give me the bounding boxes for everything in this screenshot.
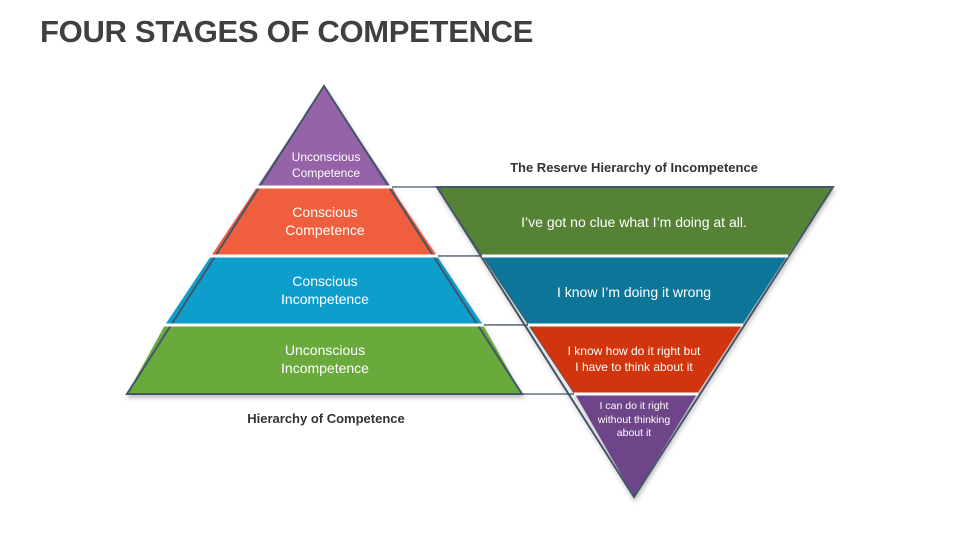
pyramid-label-2: Conscious Competence bbox=[285, 203, 364, 239]
inverted-level-3 bbox=[529, 325, 742, 394]
pyramid-level-4 bbox=[127, 325, 522, 394]
connector-strips bbox=[389, 186, 577, 395]
pyramid-caption: Hierarchy of Competence bbox=[247, 411, 405, 426]
label-line: Conscious bbox=[292, 204, 358, 220]
pyramid-level-3 bbox=[165, 256, 483, 325]
label-line: Incompetence bbox=[281, 360, 369, 377]
label-line: Conscious bbox=[292, 273, 358, 289]
pyramid-label-4: Unconscious Incompetence bbox=[281, 341, 369, 377]
pyramid-level-1 bbox=[257, 86, 391, 187]
label-line: I have to think about it bbox=[575, 359, 693, 374]
inverted-caption: The Reserve Hierarchy of Incompetence bbox=[510, 160, 758, 175]
label-line: without thinking bbox=[597, 413, 671, 426]
inverted-label-4: I can do it right without thinking about… bbox=[598, 400, 670, 441]
inverted-label-2: I know I’m doing it wrong bbox=[557, 283, 711, 301]
inverted-label-1: I’ve got no clue what I’m doing at all. bbox=[521, 213, 747, 231]
label-line: I’ve got no clue what I’m doing at all. bbox=[521, 214, 747, 230]
label-line: I know how do it right but bbox=[567, 344, 701, 358]
label-line: I can do it right bbox=[599, 400, 669, 412]
inverted-level-2 bbox=[483, 256, 787, 325]
label-line: Unconscious bbox=[284, 342, 366, 358]
label-line: Unconscious bbox=[291, 150, 361, 164]
pyramid-label-3: Conscious Incompetence bbox=[281, 272, 369, 308]
label-line: Incompetence bbox=[281, 291, 369, 308]
label-line: I know I’m doing it wrong bbox=[556, 284, 712, 300]
pyramid-level-2 bbox=[211, 187, 437, 256]
label-line: about it bbox=[616, 427, 652, 440]
page-title: FOUR STAGES OF COMPETENCE bbox=[40, 14, 534, 49]
inverted-level-1 bbox=[437, 187, 833, 256]
inverted-level-4 bbox=[575, 394, 697, 497]
incompetence-inverted-pyramid bbox=[435, 186, 835, 499]
competence-pyramid bbox=[125, 84, 524, 395]
inverted-label-3: I know how do it right but I have to thi… bbox=[568, 344, 701, 375]
label-line: Competence bbox=[291, 165, 361, 180]
pyramid-label-1: Unconscious Competence bbox=[292, 150, 361, 181]
label-line: Competence bbox=[285, 222, 365, 239]
